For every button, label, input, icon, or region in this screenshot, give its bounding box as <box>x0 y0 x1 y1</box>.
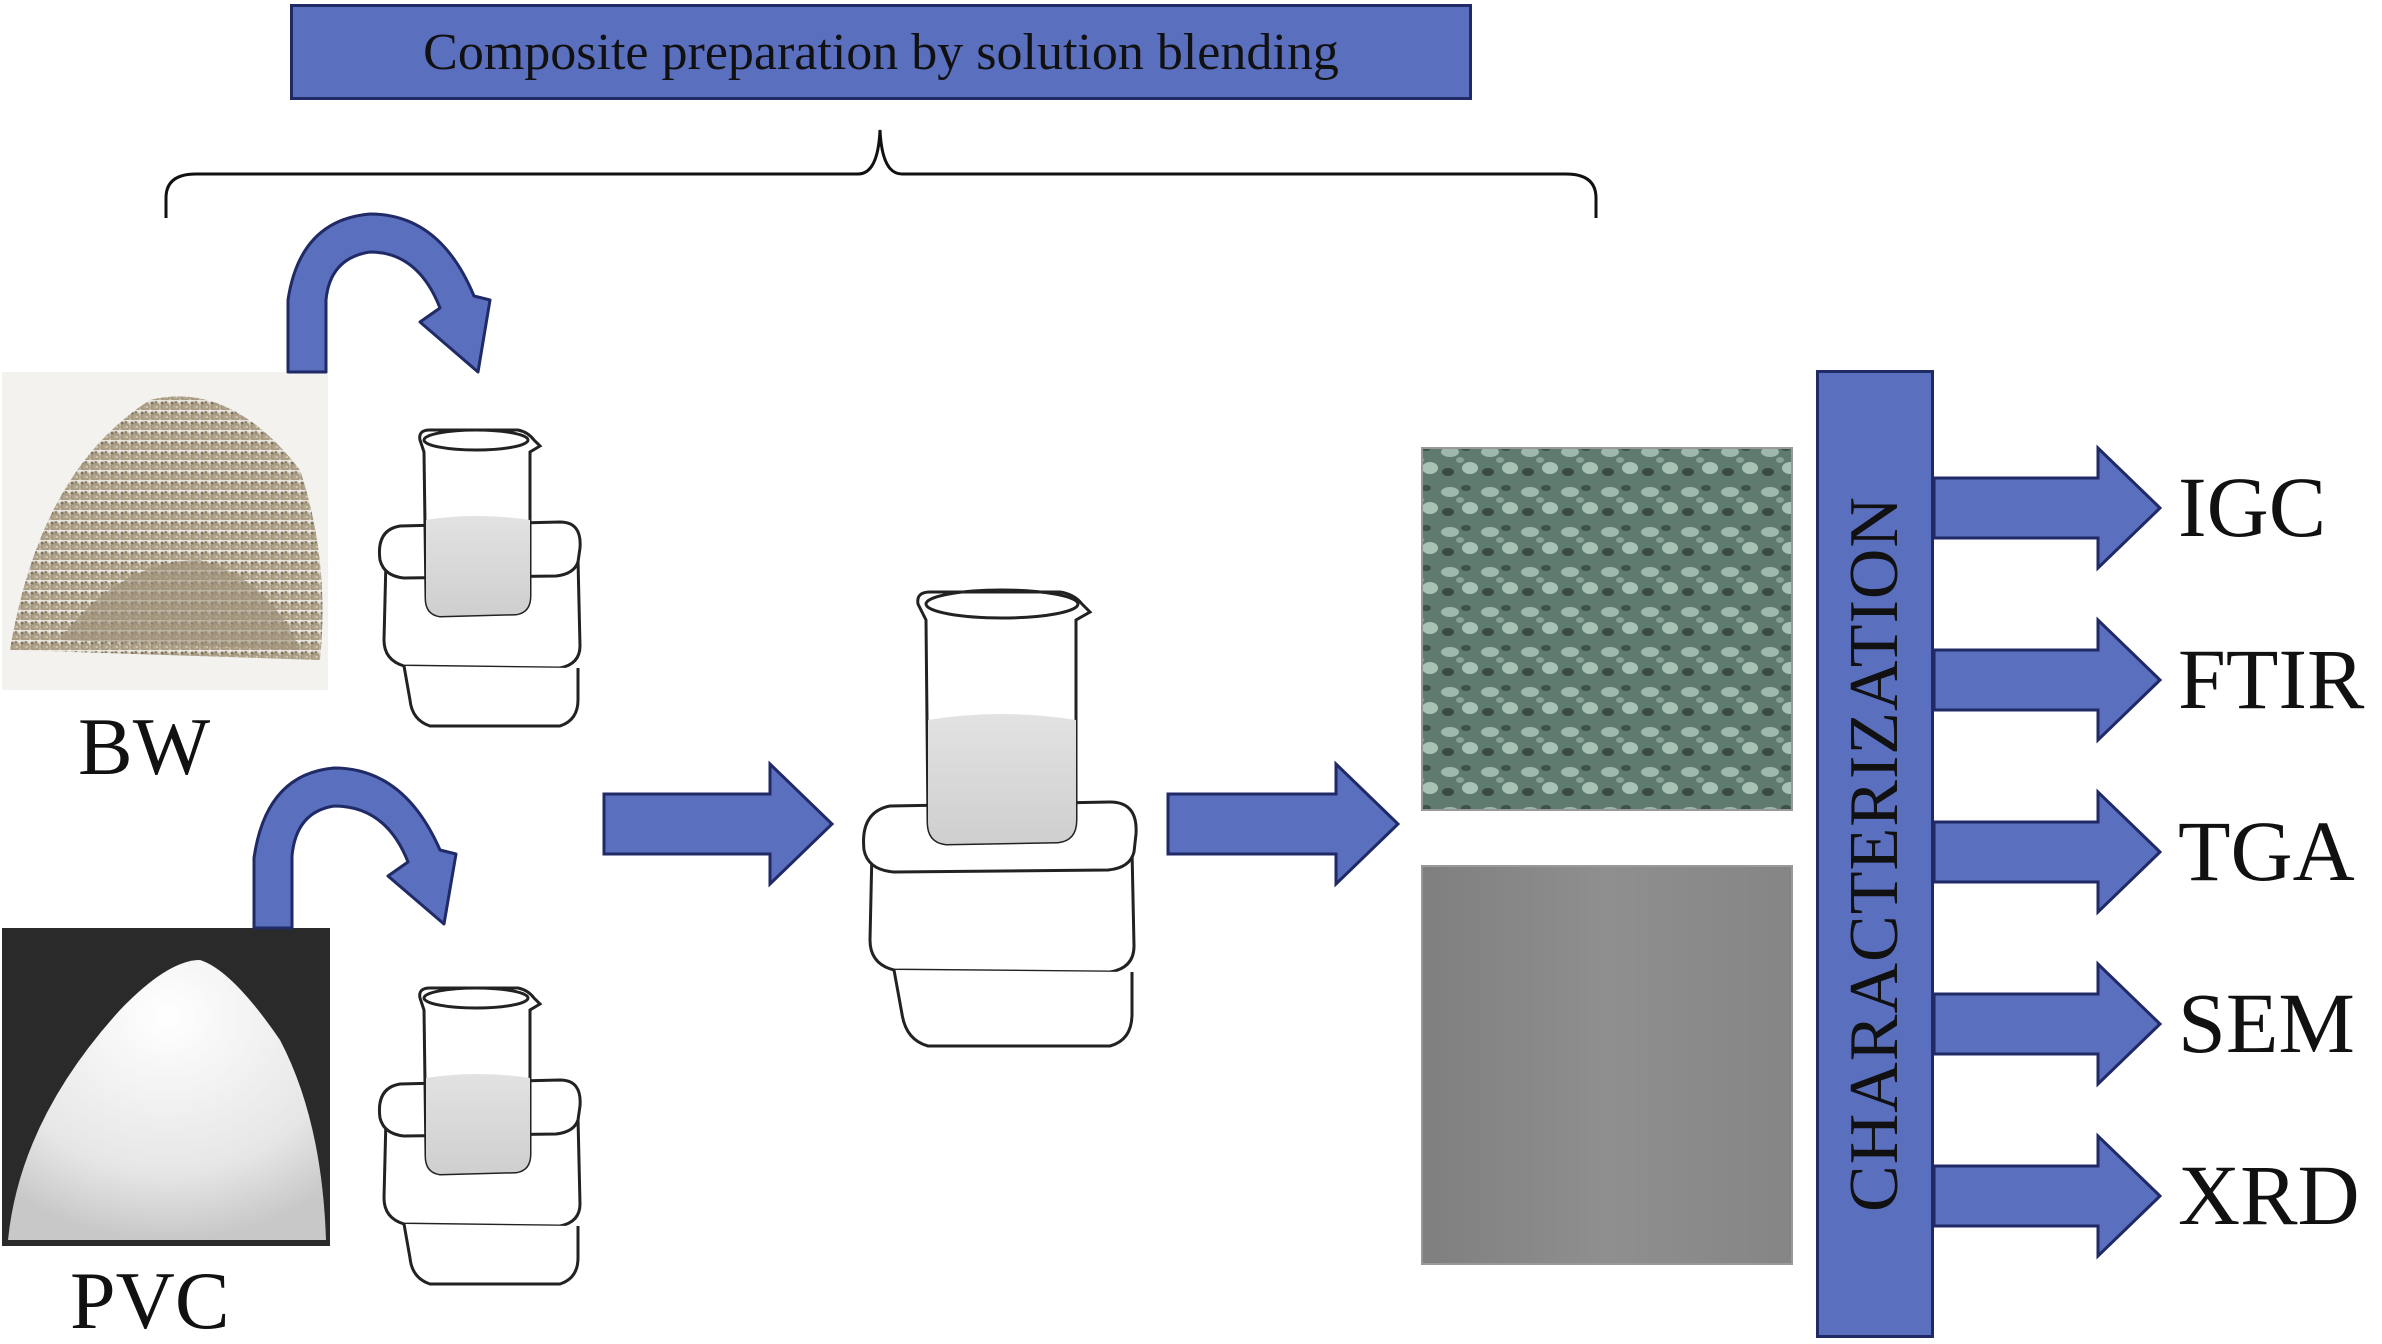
bw-beaker-stirrer <box>377 428 582 728</box>
technique-arrow-igc <box>1932 444 2163 572</box>
bw-curved-arrow <box>286 212 492 374</box>
technique-arrow-xrd <box>1932 1132 2163 1260</box>
technique-arrow-ftir <box>1932 616 2163 744</box>
technique-arrow-tga <box>1932 788 2163 916</box>
composite-film-image <box>1421 447 1793 811</box>
technique-label-ftir: FTIR <box>2178 631 2365 727</box>
pvc-beaker-stirrer <box>377 986 582 1286</box>
pvc-film-image <box>1421 865 1793 1265</box>
characterization-label: CHARACTERIZATION <box>1836 496 1913 1212</box>
bw-label: BW <box>78 701 211 792</box>
arrow-to-films <box>1166 760 1401 888</box>
mixing-beaker-stirrer <box>862 588 1138 1048</box>
pvc-label: PVC <box>70 1255 230 1344</box>
characterization-bar: CHARACTERIZATION <box>1816 370 1934 1338</box>
diagram-title: Composite preparation by solution blendi… <box>423 23 1339 81</box>
title-box: Composite preparation by solution blendi… <box>290 4 1472 100</box>
pvc-powder-image <box>2 928 330 1246</box>
bw-powder-image <box>2 372 328 690</box>
preparation-brace <box>164 129 1598 218</box>
technique-label-sem: SEM <box>2178 975 2355 1071</box>
technique-label-igc: IGC <box>2178 459 2327 555</box>
technique-arrows <box>1932 444 2163 1260</box>
arrow-to-mixing <box>602 760 835 888</box>
technique-label-xrd: XRD <box>2178 1147 2360 1243</box>
technique-label-tga: TGA <box>2178 803 2355 899</box>
technique-arrow-sem <box>1932 960 2163 1088</box>
pvc-curved-arrow <box>252 766 458 930</box>
